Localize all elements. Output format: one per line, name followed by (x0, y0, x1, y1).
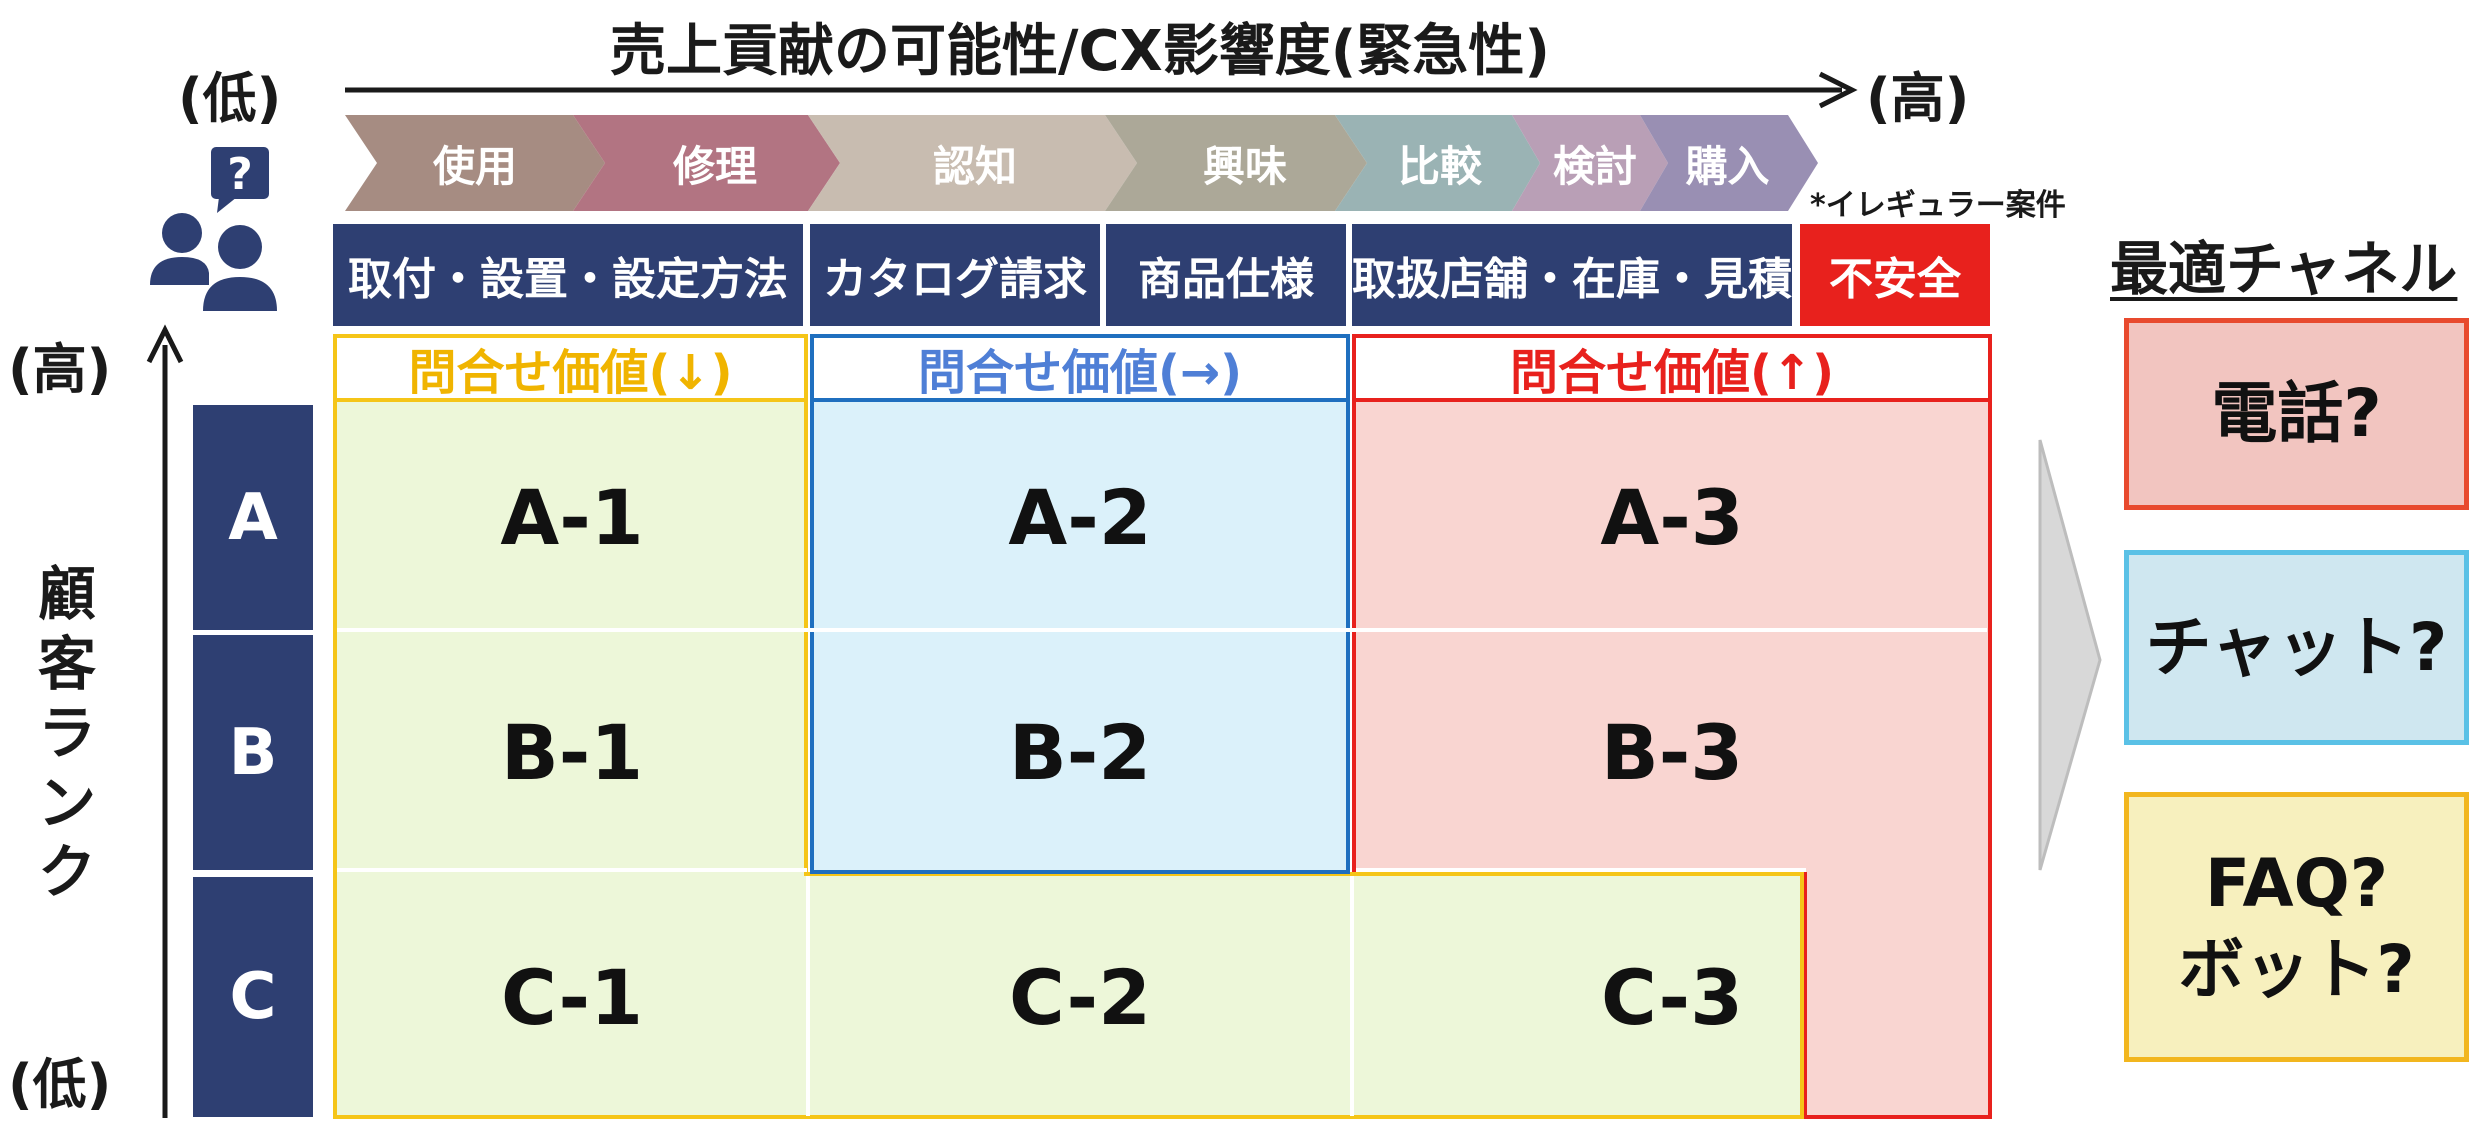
channel-title: 最適チャネル (2110, 235, 2458, 303)
chevron-shape-awareness (808, 115, 1137, 211)
category-unsafe: 不安全 (1800, 224, 1990, 326)
category-spec: 商品仕様 (1106, 224, 1346, 326)
chevron-shape-consider (1512, 115, 1668, 211)
journey-step-consider: 検討 (1552, 141, 1637, 191)
cell-b1: B-1 (500, 708, 644, 797)
chevron-shape-compare (1335, 115, 1540, 211)
cell-c1: C-1 (501, 952, 643, 1042)
grid-divider (1350, 876, 1354, 1116)
category-install: 取付・設置・設定方法 (333, 224, 803, 326)
mid-value-region (810, 334, 1350, 874)
cell-a1: A-1 (500, 473, 644, 562)
chevron-shape-repair (573, 115, 840, 211)
rank-b: B (193, 635, 313, 870)
y-axis-title: 顧客ランク (38, 560, 97, 907)
cell-b2: B-2 (1008, 708, 1152, 797)
journey-step-purchase: 購入 (1685, 141, 1770, 191)
svg-text:?: ? (227, 149, 253, 200)
channel-bot-label: ボット? (2178, 931, 2415, 1008)
low-value-region-bottom (804, 872, 1804, 1119)
y-axis-high-label: (高) (8, 338, 112, 401)
grid-divider (806, 876, 810, 1116)
x-axis-low-label: (低) (178, 67, 282, 130)
value-header-mid: 問合せ価値(→) (810, 334, 1350, 402)
category-store-stock: 取扱店舗・在庫・見積 (1352, 224, 1792, 326)
cell-c3: C-3 (1601, 952, 1743, 1042)
channel-phone: 電話? (2124, 318, 2469, 510)
cell-b3: B-3 (1600, 708, 1744, 797)
channel-faq-bot: FAQ? ボット? (2124, 792, 2469, 1062)
y-axis-low-label: (低) (8, 1053, 112, 1116)
channel-faq-label: FAQ? (2205, 845, 2388, 923)
chevron-shape-use (345, 115, 605, 211)
journey-step-interest: 興味 (1202, 141, 1287, 191)
category-catalog: カタログ請求 (810, 224, 1100, 326)
grid-divider (337, 868, 807, 872)
journey-step-awareness: 認知 (932, 141, 1017, 191)
grid-divider (337, 628, 1987, 632)
value-header-low: 問合せ価値(↓) (333, 334, 808, 402)
irregular-note: *イレギュラー案件 (1810, 188, 2066, 223)
journey-chevrons (345, 115, 1818, 211)
journey-step-compare: 比較 (1397, 141, 1482, 191)
grid-divider (1356, 868, 1806, 872)
value-header-high: 問合せ価値(↑) (1352, 334, 1992, 402)
chevron-shape-purchase (1640, 115, 1818, 211)
chevron-shape-interest (1105, 115, 1367, 211)
rank-a: A (193, 405, 313, 630)
customer-question-icon: ? (150, 147, 277, 311)
rank-c: C (193, 877, 313, 1117)
x-axis-high-label: (高) (1866, 67, 1970, 130)
journey-step-repair: 修理 (672, 141, 757, 191)
x-axis-title: 売上貢献の可能性/CX影響度(緊急性) (610, 19, 1550, 84)
cell-c2: C-2 (1009, 952, 1151, 1042)
cell-a2: A-2 (1008, 473, 1152, 562)
low-value-region-left (333, 334, 808, 1119)
cell-a3: A-3 (1600, 473, 1744, 562)
channel-chat: チャット? (2124, 550, 2469, 745)
journey-step-use: 使用 (432, 141, 517, 191)
